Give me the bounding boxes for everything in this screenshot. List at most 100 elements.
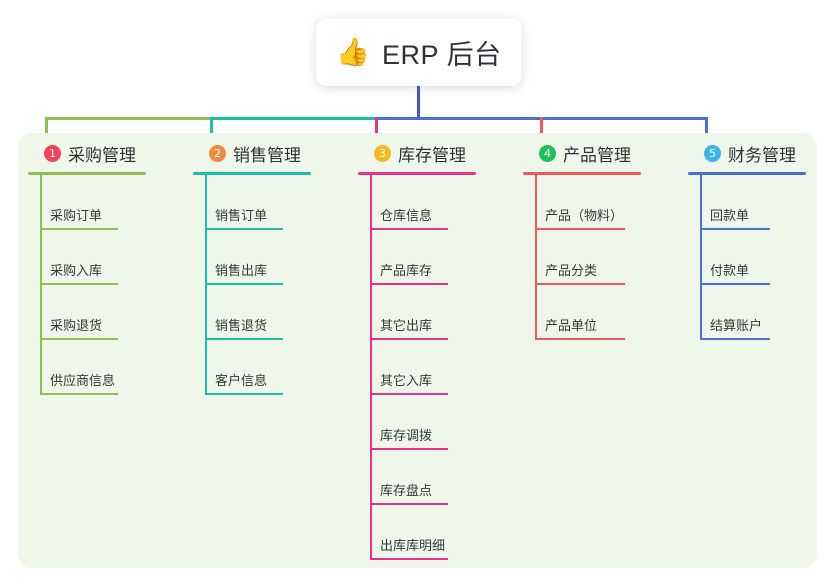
menu-item-label: 仓库信息 (380, 208, 433, 223)
column-stem (535, 175, 537, 340)
menu-item-rule (535, 283, 625, 285)
menu-item-label: 结算账户 (710, 318, 763, 333)
menu-item-label: 销售出库 (215, 263, 268, 278)
column-number-badge: 3 (374, 144, 391, 162)
menu-item[interactable]: 库存盘点 (358, 450, 508, 505)
menu-item-rule (700, 338, 770, 340)
menu-item-rule (370, 228, 448, 230)
menu-item[interactable]: 销售订单 (193, 175, 343, 230)
menu-item-label: 客户信息 (215, 373, 268, 388)
menu-item[interactable]: 产品分类 (523, 230, 673, 285)
root-title-text: ERP 后台 (382, 39, 502, 70)
menu-item[interactable]: 采购订单 (28, 175, 178, 230)
drop-connector-1 (45, 117, 48, 140)
menu-item-rule (40, 283, 118, 285)
column-header-3[interactable]: 3 库存管理 (358, 140, 508, 166)
bus-segment-2 (210, 117, 378, 120)
menu-item-rule (370, 448, 448, 450)
menu-item-label: 库存调拨 (380, 428, 433, 443)
column-3: 3 库存管理仓库信息产品库存其它出库其它入库库存调拨库存盘点出库库明细 (358, 140, 508, 560)
menu-item-rule (370, 393, 448, 395)
menu-item-rule (205, 393, 283, 395)
column-number-badge: 4 (539, 144, 556, 162)
column-item-list: 销售订单销售出库销售退货客户信息 (193, 175, 343, 395)
menu-item-label: 回款单 (710, 208, 750, 223)
menu-item-rule (370, 503, 448, 505)
column-number-badge: 5 (704, 144, 721, 162)
menu-item[interactable]: 回款单 (688, 175, 818, 230)
menu-item-rule (700, 228, 770, 230)
menu-item-label: 产品库存 (380, 263, 433, 278)
menu-item[interactable]: 产品库存 (358, 230, 508, 285)
column-stem (370, 175, 372, 560)
drop-connector-3 (375, 117, 378, 140)
menu-item-label: 采购入库 (50, 263, 103, 278)
menu-item[interactable]: 销售退货 (193, 285, 343, 340)
menu-item[interactable]: 产品单位 (523, 285, 673, 340)
column-item-list: 仓库信息产品库存其它出库其它入库库存调拨库存盘点出库库明细 (358, 175, 508, 560)
menu-item[interactable]: 结算账户 (688, 285, 818, 340)
column-title: 产品管理 (563, 145, 631, 165)
column-5: 5 财务管理回款单付款单结算账户 (688, 140, 818, 340)
column-title: 财务管理 (728, 145, 796, 165)
menu-item-label: 其它入库 (380, 373, 433, 388)
root-title-card: 👍 ERP 后台 (316, 18, 522, 86)
menu-item-rule (700, 283, 770, 285)
menu-item-label: 产品单位 (545, 318, 598, 333)
diagram-board (18, 133, 817, 568)
column-header-4[interactable]: 4 产品管理 (523, 140, 673, 166)
column-item-list: 回款单付款单结算账户 (688, 175, 818, 340)
column-stem (40, 175, 42, 395)
menu-item[interactable]: 其它出库 (358, 285, 508, 340)
menu-item[interactable]: 出库库明细 (358, 505, 508, 560)
menu-item-rule (40, 338, 118, 340)
menu-item[interactable]: 产品（物料） (523, 175, 673, 230)
column-item-list: 产品（物料） 产品分类产品单位 (523, 175, 673, 340)
menu-item-label: 销售退货 (215, 318, 268, 333)
thumbs-up-icon: 👍 (336, 36, 371, 67)
menu-item[interactable]: 采购退货 (28, 285, 178, 340)
menu-item-rule (370, 283, 448, 285)
menu-item-label: 库存盘点 (380, 483, 433, 498)
menu-item-label: 出库库明细 (380, 538, 446, 553)
menu-item[interactable]: 采购入库 (28, 230, 178, 285)
menu-item-label: 产品（物料） (545, 208, 624, 223)
bus-segment-1 (45, 117, 213, 120)
menu-item[interactable]: 销售出库 (193, 230, 343, 285)
column-header-rule (358, 172, 476, 175)
menu-item-label: 产品分类 (545, 263, 598, 278)
menu-item[interactable]: 供应商信息 (28, 340, 178, 395)
column-stem (205, 175, 207, 395)
menu-item-rule (40, 228, 118, 230)
column-title: 销售管理 (233, 145, 301, 165)
drop-connector-2 (210, 117, 213, 140)
drop-connector-5 (705, 117, 708, 140)
column-header-rule (523, 172, 641, 175)
menu-item-rule (40, 393, 118, 395)
menu-item-label: 采购订单 (50, 208, 103, 223)
column-stem (700, 175, 702, 340)
column-header-rule (193, 172, 311, 175)
menu-item-label: 供应商信息 (50, 373, 116, 388)
menu-item[interactable]: 付款单 (688, 230, 818, 285)
menu-item[interactable]: 库存调拨 (358, 395, 508, 450)
column-number-badge: 1 (44, 144, 61, 162)
menu-item[interactable]: 客户信息 (193, 340, 343, 395)
menu-item-label: 销售订单 (215, 208, 268, 223)
menu-item-label: 采购退货 (50, 318, 103, 333)
column-header-rule (28, 172, 146, 175)
root-trunk-connector (417, 86, 420, 118)
column-title: 库存管理 (398, 145, 466, 165)
menu-item-label: 其它出库 (380, 318, 433, 333)
menu-item-rule (535, 228, 625, 230)
menu-item-rule (205, 338, 283, 340)
column-header-5[interactable]: 5 财务管理 (688, 140, 818, 166)
menu-item-rule (205, 283, 283, 285)
menu-item[interactable]: 仓库信息 (358, 175, 508, 230)
menu-item[interactable]: 其它入库 (358, 340, 508, 395)
menu-item-rule (370, 558, 448, 560)
